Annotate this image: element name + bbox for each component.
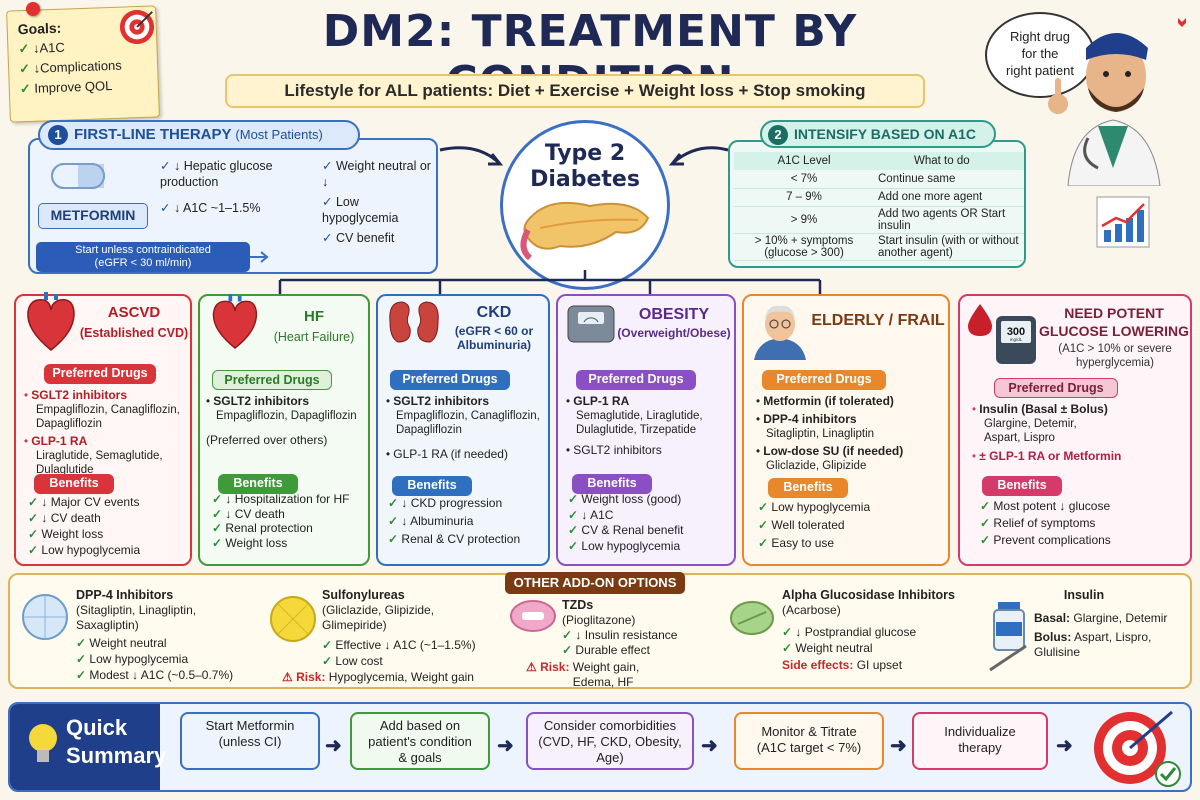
warning-icon: ⚠ bbox=[526, 660, 537, 674]
drug-list: • Metformin (if tolerated) • DPP-4 inhib… bbox=[756, 394, 904, 472]
benefits-list: ✓ ↓ Hospitalization for HF ✓ ↓ CV death … bbox=[212, 492, 350, 550]
pill-icon bbox=[51, 163, 105, 189]
addon-sulfonylureas: Sulfonylureas (Gliclazide, Glipizide, Gl… bbox=[322, 588, 476, 668]
start-metformin-note: Start unless contraindicated(eGFR < 30 m… bbox=[36, 242, 250, 272]
blood-drop-icon bbox=[968, 304, 992, 336]
drug-list: • GLP-1 RA Semaglutide, Liraglutide, Dul… bbox=[566, 394, 703, 457]
lightbulb-icon bbox=[29, 724, 57, 762]
arrow-right-icon: ➜ bbox=[701, 735, 718, 757]
card-subtitle: (eGFR < 60 or Albuminuria) bbox=[454, 324, 534, 352]
lifestyle-banner: Lifestyle for ALL patients: Diet + Exerc… bbox=[225, 74, 925, 108]
preferred-drugs-label: Preferred Drugs bbox=[762, 370, 886, 390]
addon-insulin: Insulin Basal: Glargine, Detemir Bolus: … bbox=[1034, 588, 1168, 659]
col-header: What to do bbox=[874, 152, 1024, 170]
addon-dpp4: DPP-4 Inhibitors (Sitagliptin, Linaglipt… bbox=[76, 588, 234, 682]
glucometer-icon: 300 mg/dL bbox=[996, 316, 1036, 364]
card-subtitle: (Heart Failure) bbox=[273, 330, 355, 344]
pushpin-icon bbox=[26, 2, 40, 16]
card-title: ASCVD bbox=[107, 304, 161, 321]
connector-arrows bbox=[439, 146, 729, 166]
arrow-right-icon: ➜ bbox=[1056, 735, 1073, 757]
benefits-label: Benefits bbox=[572, 474, 652, 494]
pill-icon bbox=[22, 594, 68, 640]
step-number: 2 bbox=[768, 125, 788, 145]
su-risk: ⚠ Risk: Hypoglycemia, Weight gain bbox=[282, 670, 474, 684]
pill-icon bbox=[510, 600, 556, 632]
benefits-label: Benefits bbox=[982, 476, 1062, 496]
step-number: 1 bbox=[48, 125, 68, 145]
metformin-benefits: ✓ Weight neutral or ↓ ✓ Low hypoglycemia… bbox=[322, 159, 431, 245]
card-title: HF bbox=[304, 308, 324, 325]
card-title: ELDERLY / FRAIL bbox=[811, 312, 945, 329]
preferred-drugs-label: Preferred Drugs bbox=[994, 378, 1118, 398]
preferred-drugs-label: Preferred Drugs bbox=[390, 370, 510, 390]
kidney-icon bbox=[389, 301, 439, 343]
glucometer-value: 300 bbox=[1007, 326, 1025, 338]
summary-step-1: Start Metformin(unless CI) bbox=[180, 712, 320, 770]
card-subtitle: (A1C > 10% or severe hyperglycemia) bbox=[1058, 343, 1172, 369]
summary-step-3: Consider comorbidities(CVD, HF, CKD, Obe… bbox=[526, 712, 694, 770]
benefits-list: ✓ Weight loss (good) ✓ ↓ A1C ✓ CV & Rena… bbox=[568, 492, 684, 553]
summary-step-4: Monitor & Titrate(A1C target < 7%) bbox=[734, 712, 884, 770]
benefits-label: Benefits bbox=[392, 476, 472, 496]
benefits-list: ✓ Low hypoglycemia ✓ Well tolerated ✓ Ea… bbox=[758, 500, 871, 550]
card-subtitle: (Established CVD) bbox=[79, 326, 189, 340]
insulin-vial-icon bbox=[989, 602, 1027, 672]
doctor-illustration bbox=[1048, 18, 1186, 186]
preferred-drugs-label: Preferred Drugs bbox=[212, 370, 332, 390]
addon-agi: Alpha Glucosidase Inhibitors (Acarbose) … bbox=[782, 588, 955, 672]
bar-chart-icon bbox=[1096, 196, 1150, 248]
card-title: OBESITY bbox=[638, 306, 710, 323]
addon-tzds: TZDs (Pioglitazone) ✓ ↓ Insulin resistan… bbox=[562, 598, 678, 657]
glucometer-unit: mg/dL bbox=[1010, 337, 1023, 342]
pill-icon bbox=[730, 601, 774, 635]
arrow-right-icon: ➜ bbox=[325, 735, 342, 757]
heart-icon bbox=[27, 292, 75, 351]
benefits-label: Benefits bbox=[34, 474, 114, 494]
addon-options-title: OTHER ADD-ON OPTIONS bbox=[505, 572, 685, 594]
arrow-right-icon: ➜ bbox=[890, 735, 907, 757]
drug-list: • Insulin (Basal ± Bolus) Glargine, Dete… bbox=[972, 402, 1122, 463]
warning-icon: ⚠ bbox=[282, 670, 293, 684]
scale-icon bbox=[567, 305, 615, 343]
metformin-effects: ✓ ↓ Hepatic glucose production ✓ ↓ A1C ~… bbox=[160, 159, 273, 215]
elderly-person-icon bbox=[754, 305, 806, 360]
pill-icon bbox=[270, 596, 316, 642]
table-row: 7 – 9%Add one more agent bbox=[734, 188, 1024, 207]
benefits-list: ✓ ↓ CKD progression ✓ ↓ Albuminuria ✓ Re… bbox=[388, 496, 521, 546]
table-row: > 10% + symptoms (glucose > 300)Start in… bbox=[734, 233, 1024, 261]
branch-connector bbox=[278, 270, 822, 294]
pancreas-icon bbox=[520, 201, 650, 261]
drug-list: • SGLT2 inhibitors Empagliflozin, Canagl… bbox=[386, 394, 540, 461]
metformin-label: METFORMIN bbox=[38, 203, 148, 229]
col-header: A1C Level bbox=[734, 152, 874, 170]
tzd-risk: ⚠ Risk: Weight gain, Edema, HF bbox=[526, 660, 640, 689]
benefits-label: Benefits bbox=[218, 474, 298, 494]
heart-icon bbox=[212, 294, 258, 349]
arrow-right-icon: ➜ bbox=[497, 735, 514, 757]
goal-item: ✓ Improve QOL bbox=[19, 77, 113, 97]
benefits-list: ✓ Most potent ↓ glucose ✓ Relief of symp… bbox=[980, 499, 1111, 547]
drug-list: • SGLT2 inhibitors Empagliflozin, Dapagl… bbox=[206, 394, 357, 447]
arrow-right-icon bbox=[250, 251, 269, 263]
card-title: NEED POTENT GLUCOSE LOWERING bbox=[1038, 305, 1190, 339]
benefits-label: Benefits bbox=[768, 478, 848, 498]
preferred-drugs-label: Preferred Drugs bbox=[44, 364, 156, 384]
target-icon bbox=[1094, 710, 1181, 787]
table-row: > 9%Add two agents OR Start insulin bbox=[734, 206, 1024, 234]
card-subtitle: (Overweight/Obese) bbox=[617, 326, 731, 340]
preferred-drugs-label: Preferred Drugs bbox=[576, 370, 696, 390]
benefits-list: ✓ ↓ Major CV events ✓ ↓ CV death ✓ Weigh… bbox=[28, 495, 141, 557]
drug-list: • SGLT2 inhibitors Empagliflozin, Canagl… bbox=[24, 388, 180, 476]
table-row: < 7%Continue same bbox=[734, 170, 1024, 189]
target-icon bbox=[119, 9, 155, 45]
card-title: CKD bbox=[476, 304, 512, 321]
